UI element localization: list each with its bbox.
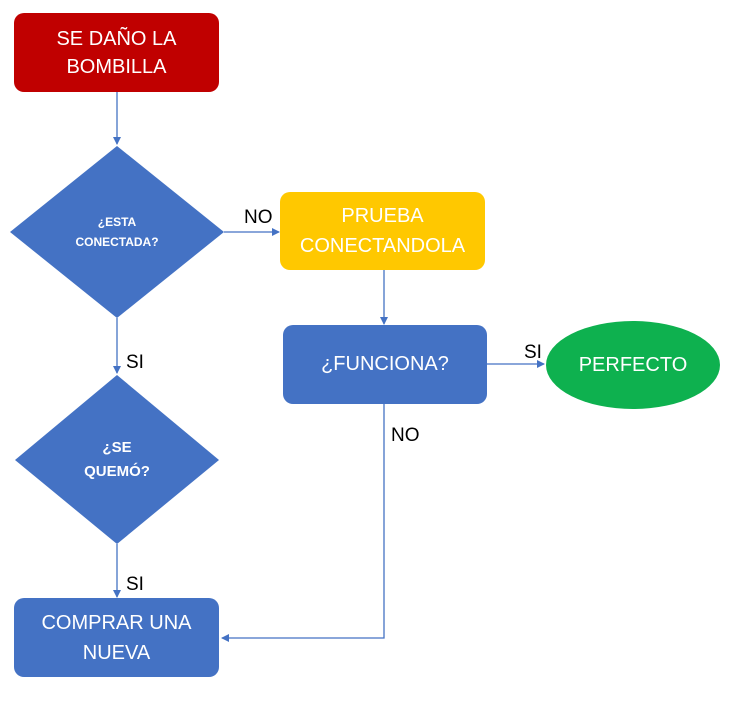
- buy-node: [14, 598, 219, 677]
- perfect-node: [546, 321, 720, 409]
- edge-label-connected-no: NO: [244, 207, 273, 228]
- buy-node-text: COMPRAR UNA NUEVA: [41, 612, 192, 664]
- works-node: [283, 325, 487, 404]
- perfect-node-text: PERFECTO: [578, 353, 688, 376]
- start-node: [14, 13, 219, 92]
- edge-label-works-no: NO: [391, 425, 420, 446]
- edge-label-connected-si: SI: [126, 352, 144, 373]
- test-node: [280, 192, 485, 270]
- edge-label-burned-si: SI: [126, 574, 144, 595]
- burned-decision-text: ¿SE QUEMÓ?: [84, 439, 150, 480]
- works-node-text: ¿FUNCIONA?: [321, 353, 449, 375]
- connector-works-to-buy: [221, 404, 385, 642]
- edge-label-works-si: SI: [524, 342, 542, 363]
- connected-decision-text: ¿ESTA CONECTADA?: [75, 215, 159, 249]
- connected-decision: [10, 146, 224, 318]
- test-node-text: PRUEBA CONECTANDOLA: [299, 205, 466, 257]
- start-node-text: SE DAÑO LA BOMBILLA: [56, 28, 177, 78]
- burned-decision: [15, 375, 219, 544]
